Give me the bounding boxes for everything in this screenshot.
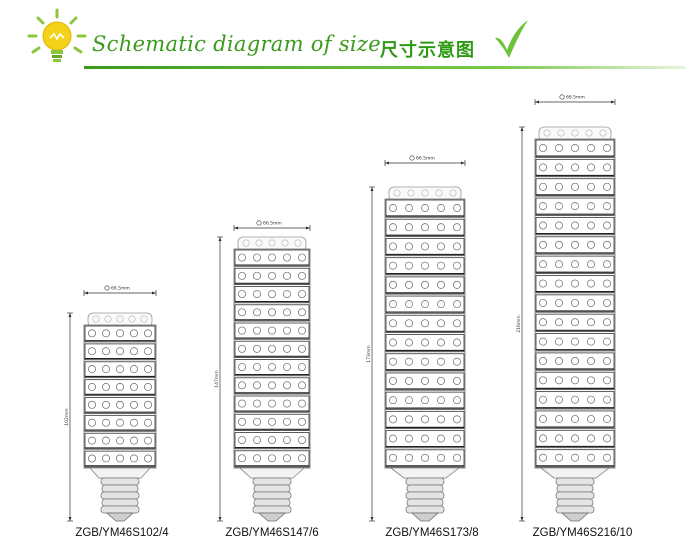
screw-thread: [252, 491, 292, 500]
led-bulb-icon: [27, 8, 87, 62]
lamp-neck: [389, 467, 461, 479]
screw-thread: [252, 505, 292, 514]
header-banner: Schematic diagram of size 尺寸示意图: [0, 0, 685, 78]
base-tip: [410, 512, 440, 522]
lamp-neck: [539, 467, 611, 479]
lamp-drawing: 66.5mm 102mm: [64, 285, 157, 522]
height-dimension-label: 147mm: [214, 370, 220, 387]
width-dimension-label: 66.5mm: [416, 156, 435, 162]
title-chinese: 尺寸示意图: [380, 40, 475, 60]
screw-thread: [100, 505, 140, 514]
width-dimension-label: 66.5mm: [111, 286, 130, 292]
screw-thread: [100, 477, 140, 486]
screw-thread: [100, 491, 140, 500]
diameter-icon: [256, 220, 262, 226]
screw-thread: [556, 484, 594, 493]
model-label: ZGB/YM46S173/8: [385, 527, 479, 539]
lamp-neck: [89, 467, 151, 479]
model-label: ZGB/YM46S147/6: [225, 527, 319, 539]
screw-thread: [405, 505, 445, 514]
diameter-icon: [409, 155, 415, 161]
height-dimension-label: 173mm: [366, 345, 372, 362]
screw-thread: [253, 484, 291, 493]
model-label: ZGB/YM46S216/10: [532, 527, 633, 539]
model-label: ZGB/YM46S102/4: [75, 527, 169, 539]
diameter-icon: [104, 285, 110, 291]
lamp-drawing: 66.5mm 216mm: [516, 94, 616, 522]
lamp-drawing: 66.5mm 173mm: [366, 155, 466, 522]
lamp-drawing: 66.5mm 147mm: [214, 220, 311, 522]
width-dimension-label: 66.5mm: [566, 95, 585, 101]
title-english: Schematic diagram of size: [92, 32, 381, 56]
screw-thread: [556, 498, 594, 507]
width-dimension-label: 66.5mm: [263, 221, 282, 227]
screw-thread: [406, 484, 444, 493]
screw-thread: [555, 491, 595, 500]
screw-thread: [252, 477, 292, 486]
screw-thread: [253, 498, 291, 507]
base-tip: [257, 512, 287, 522]
screw-thread: [101, 484, 139, 493]
base-tip: [105, 512, 135, 522]
diameter-icon: [559, 94, 565, 100]
lamp-neck: [238, 467, 306, 479]
height-dimension-label: 216mm: [516, 315, 522, 332]
screw-thread: [405, 477, 445, 486]
screw-thread: [555, 505, 595, 514]
screw-thread: [406, 498, 444, 507]
lamp-body: [233, 248, 311, 469]
height-dimension-label: 102mm: [64, 408, 70, 425]
screw-thread: [101, 498, 139, 507]
checkmark-icon: [495, 20, 528, 58]
screw-thread: [555, 477, 595, 486]
screw-thread: [405, 491, 445, 500]
header-divider: [84, 66, 685, 69]
base-tip: [560, 512, 590, 522]
